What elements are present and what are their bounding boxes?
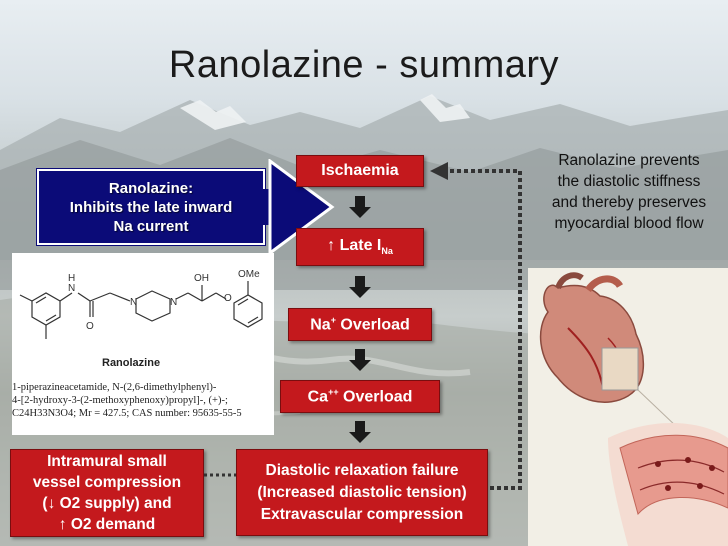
ca-overload-box: Ca++ Overload [280, 380, 440, 413]
na-superscript: + [330, 314, 336, 325]
ischaemia-box: Ischaemia [296, 155, 424, 187]
mechanism-line-2: Inhibits the late inward [69, 198, 233, 216]
note-line-1: Ranolazine prevents [558, 152, 700, 169]
mol-label-o2: O [224, 293, 232, 304]
mol-label-n2: N [170, 297, 177, 308]
caption-line-2: 4-[2-hydroxy-3-(2-methoxyphenoxy)propyl]… [12, 395, 228, 406]
ranolazine-effect-note: Ranolazine prevents the diastolic stiffn… [534, 150, 724, 234]
mol-label-ome: OMe [238, 269, 260, 280]
diastolic-failure-box: Diastolic relaxation failure (Increased … [236, 449, 488, 536]
vessel-compression-box: Intramural small vessel compression (↓ O… [10, 449, 204, 537]
ischaemia-label: Ischaemia [321, 162, 399, 179]
na-overload-box: Na+ Overload [288, 308, 432, 341]
diastolic-line-2: (Increased diastolic tension) [257, 483, 467, 501]
diastolic-line-3: Extravascular compression [260, 505, 464, 523]
note-line-4: myocardial blood flow [554, 215, 704, 232]
mechanism-line-1: Ranolazine: [108, 179, 194, 197]
ranolazine-mechanism-box: Ranolazine: Inhibits the late inward Na … [36, 168, 266, 246]
caption-line-1: 1-piperazineacetamide, N-(2,6-dimethylph… [12, 382, 217, 393]
ranolazine-structure-panel: N H O N N OH O OMe Ranolazine 1-piperazi… [12, 253, 274, 435]
molecule-name: Ranolazine [102, 357, 161, 369]
caption-line-3: C24H33N3O4; Mr = 427.5; CAS number: 9563… [12, 408, 242, 419]
down-arrow-2 [349, 276, 371, 298]
mol-label-oh: OH [194, 273, 209, 284]
na-text: Na [310, 316, 331, 334]
slide-title: Ranolazine - summary [168, 44, 560, 86]
down-arrow-3 [349, 349, 371, 371]
heart-illustration-panel [528, 268, 728, 546]
left-dotted-link [204, 473, 236, 477]
note-line-3: and thereby preserves [551, 194, 707, 211]
vessel-line-1: Intramural small [47, 453, 167, 470]
ca-superscript: ++ [328, 386, 339, 397]
ranolazine-structure-diagram: N H O N N OH O OMe [19, 269, 263, 339]
ca-overload-label: Ca++ Overload [308, 387, 413, 406]
late-ina-subscript: Na [381, 246, 393, 257]
mol-label-n: N [68, 283, 75, 294]
mechanism-line-3: Na current [113, 217, 189, 235]
feedback-dotted-arrow [430, 162, 522, 490]
na-overload-suffix: Overload [335, 316, 410, 334]
vessel-line-3: (↓ O2 supply) and [42, 495, 172, 512]
vessel-line-4: ↑ O2 demand [58, 516, 156, 533]
mol-label-o: O [86, 321, 94, 332]
ca-text: Ca [307, 388, 329, 406]
mol-label-n1: N [130, 297, 137, 308]
down-arrow-1 [349, 196, 371, 218]
heart-illustration [528, 268, 728, 546]
late-ina-text: ↑ Late I [327, 237, 382, 255]
late-ina-label: ↑ Late INa [327, 237, 393, 256]
ca-overload-suffix: Overload [338, 388, 413, 406]
diastolic-line-1: Diastolic relaxation failure [265, 461, 459, 479]
late-ina-box: ↑ Late INa [296, 228, 424, 266]
molecule-caption: 1-piperazineacetamide, N-(2,6-dimethylph… [12, 381, 274, 420]
down-arrow-4 [349, 421, 371, 443]
vessel-line-2: vessel compression [32, 474, 182, 491]
na-overload-label: Na+ Overload [310, 315, 410, 334]
mol-label-h: H [68, 273, 75, 284]
note-line-2: the diastolic stiffness [557, 173, 701, 190]
